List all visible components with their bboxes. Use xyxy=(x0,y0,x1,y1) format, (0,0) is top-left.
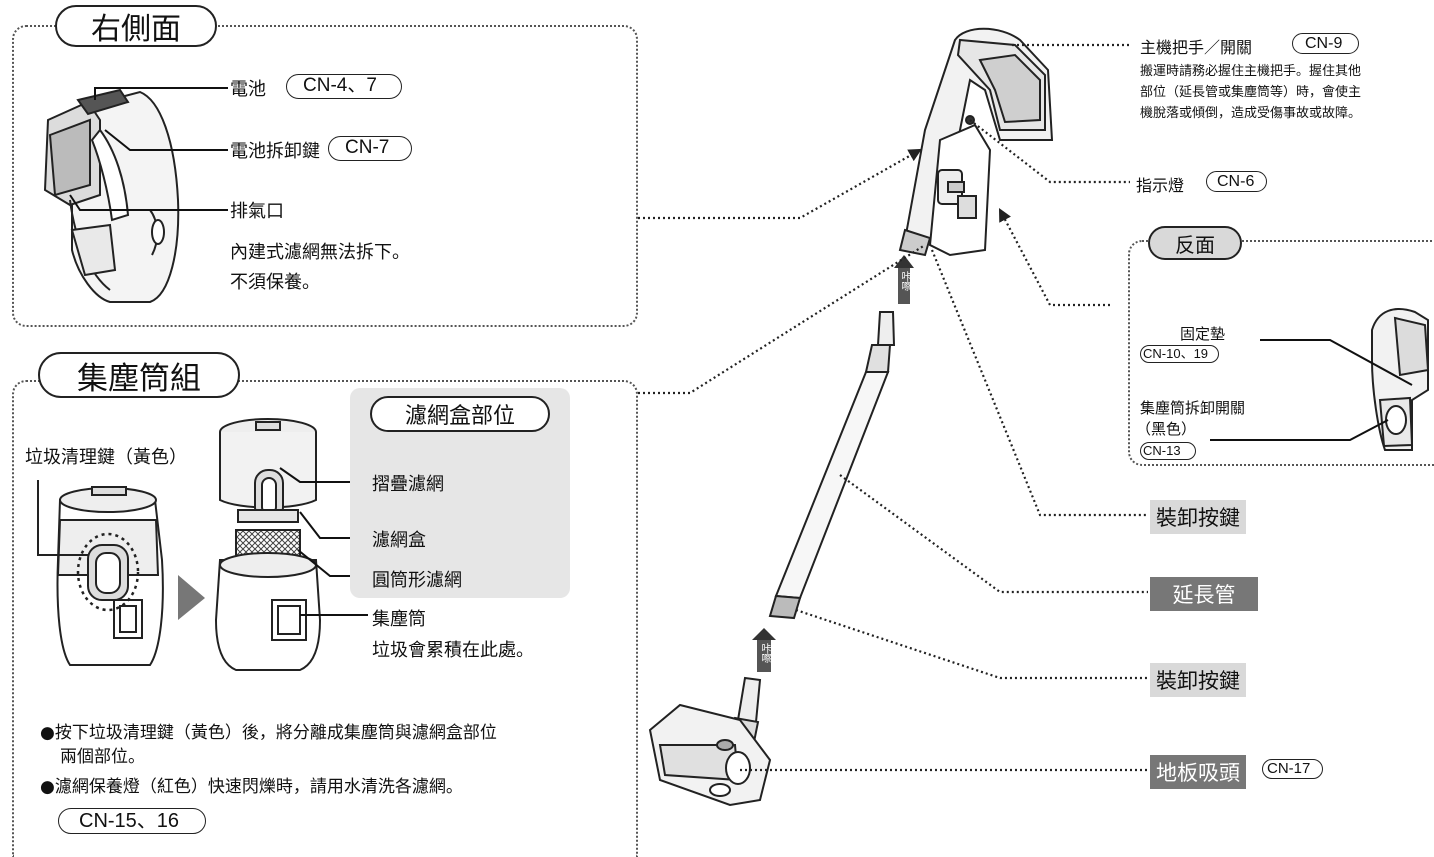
exhaust-note-1: 內建式濾網無法拆下。 xyxy=(230,242,410,263)
floor-head-tag: 地板吸頭 xyxy=(1150,755,1246,789)
battery-release-label: 電池拆卸鍵 xyxy=(230,141,320,162)
bullet-1-line-2: 兩個部位。 xyxy=(60,747,145,767)
handle-ref[interactable]: CN-9 xyxy=(1292,33,1360,55)
bin-release-label: 集塵筒拆卸開關 xyxy=(1140,399,1246,417)
dust-bin-separated-illustration xyxy=(214,418,322,671)
dust-bin-assembled-illustration xyxy=(37,480,164,666)
pad-ref[interactable]: CN-10、19 xyxy=(1140,345,1220,363)
bin-release-color: （黑色） xyxy=(1136,420,1197,438)
mount-button-tag-1: 裝卸按鍵 xyxy=(1150,500,1246,534)
back-view-title: 反面 xyxy=(1148,226,1242,260)
pleated-filter-label: 摺疊濾網 xyxy=(372,474,444,495)
side-view-title: 右側面 xyxy=(55,5,217,47)
handle-note-3: 機脫落或傾倒，造成受傷事故或故障。 xyxy=(1140,106,1362,121)
cylinder-filter-label: 圓筒形濾網 xyxy=(372,570,462,591)
dust-bin-title: 集塵筒組 xyxy=(38,352,240,398)
trash-key-label: 垃圾清理鍵（黃色） xyxy=(25,447,187,468)
extension-pipe-tag: 延長管 xyxy=(1150,577,1258,611)
filter-box-label: 濾網盒 xyxy=(372,530,426,551)
indicator-ref[interactable]: CN-6 xyxy=(1206,171,1268,193)
click-arrow-1 xyxy=(894,255,914,304)
indicator-label: 指示燈 xyxy=(1136,176,1185,195)
click-text-2: 咔嚓 xyxy=(759,643,770,663)
bullet-1-line-1: ●按下垃圾清理鍵（黃色）後，將分離成集塵筒與濾網盒部位 xyxy=(40,723,497,743)
main-body-illustration xyxy=(898,27,1054,257)
handle-label: 主機把手／開關 xyxy=(1140,38,1253,57)
side-view-illustration xyxy=(43,88,180,303)
mount-button-tag-2: 裝卸按鍵 xyxy=(1150,663,1246,697)
pad-label: 固定墊 xyxy=(1180,325,1226,343)
bin-note: 垃圾會累積在此處。 xyxy=(372,640,534,661)
extension-pipe-illustration xyxy=(768,311,896,620)
bin-label: 集塵筒 xyxy=(372,609,426,630)
arrow-right-icon xyxy=(178,575,205,620)
bullet-2: ●濾網保養燈（紅色）快速閃爍時，請用水清洗各濾網。 xyxy=(40,777,463,797)
handle-note-1: 搬運時請務必握住主機把手。握住其他 xyxy=(1140,64,1362,79)
exhaust-note-2: 不須保養。 xyxy=(230,272,320,293)
bin-release-ref[interactable]: CN-13 xyxy=(1140,442,1196,460)
dust-bin-panel xyxy=(12,380,638,857)
handle-note-2: 部位（延長管或集塵筒等）時，會使主 xyxy=(1140,85,1362,100)
click-arrow-2 xyxy=(752,628,776,672)
floor-head-illustration xyxy=(648,676,772,807)
battery-label: 電池 xyxy=(230,79,266,100)
battery-release-ref[interactable]: CN-7 xyxy=(328,136,413,161)
trash-key-highlight xyxy=(76,532,140,612)
leader-lines-dotted xyxy=(638,43,1148,772)
floor-head-ref[interactable]: CN-17 xyxy=(1262,759,1324,779)
dust-bin-ref[interactable]: CN-15、16 xyxy=(58,808,207,834)
exhaust-label: 排氣口 xyxy=(230,201,284,222)
back-view-panel xyxy=(1128,240,1434,466)
click-text-1: 咔嚓 xyxy=(899,271,910,291)
side-view-panel xyxy=(12,25,638,327)
battery-ref[interactable]: CN-4、7 xyxy=(286,74,402,99)
filter-box-area-title: 濾網盒部位 xyxy=(370,396,550,432)
